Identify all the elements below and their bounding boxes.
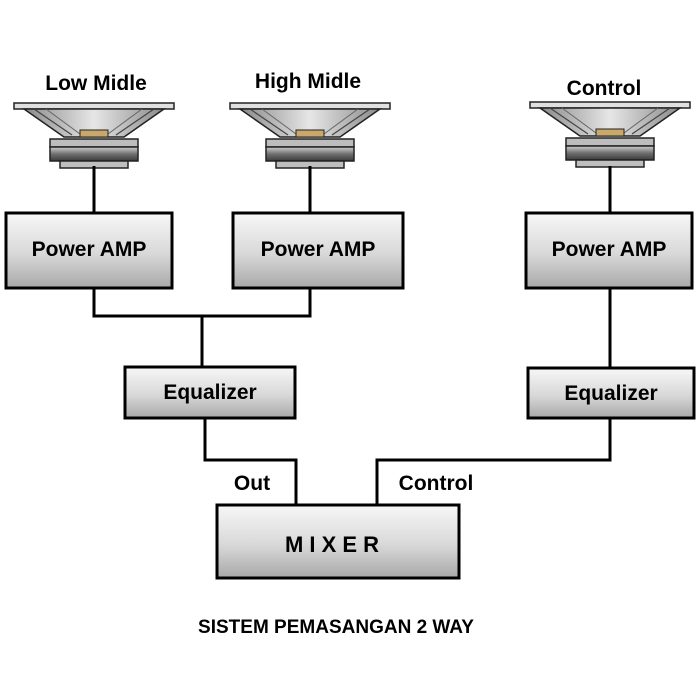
speaker-icon-control bbox=[529, 101, 691, 168]
speaker-icon-high-midle bbox=[229, 102, 391, 169]
speaker-label-high-midle: High Midle bbox=[255, 70, 361, 93]
mixer-control-label: Control bbox=[399, 472, 474, 495]
connection-lines bbox=[92, 166, 612, 505]
equalizer-right: Equalizer bbox=[526, 366, 696, 420]
mixer-label: M I X E R bbox=[285, 532, 379, 557]
power-amp-label: Power AMP bbox=[32, 238, 147, 261]
mixer: M I X E R bbox=[215, 503, 461, 580]
power-amp-high-midle: Power AMP bbox=[231, 211, 405, 290]
power-amp-label: Power AMP bbox=[552, 238, 667, 261]
diagram-caption: SISTEM PEMASANGAN 2 WAY bbox=[198, 617, 474, 638]
equalizer-label: Equalizer bbox=[163, 381, 256, 404]
speaker-label-low-midle: Low Midle bbox=[45, 72, 147, 95]
power-amp-label: Power AMP bbox=[261, 238, 376, 261]
equalizer-label: Equalizer bbox=[564, 382, 657, 405]
mixer-out-label: Out bbox=[234, 472, 270, 495]
speaker-label-control: Control bbox=[567, 77, 642, 100]
power-amp-low-midle: Power AMP bbox=[4, 211, 174, 290]
equalizer-left: Equalizer bbox=[123, 365, 297, 420]
power-amp-control: Power AMP bbox=[524, 211, 694, 290]
speaker-icon-low-midle bbox=[13, 102, 175, 169]
